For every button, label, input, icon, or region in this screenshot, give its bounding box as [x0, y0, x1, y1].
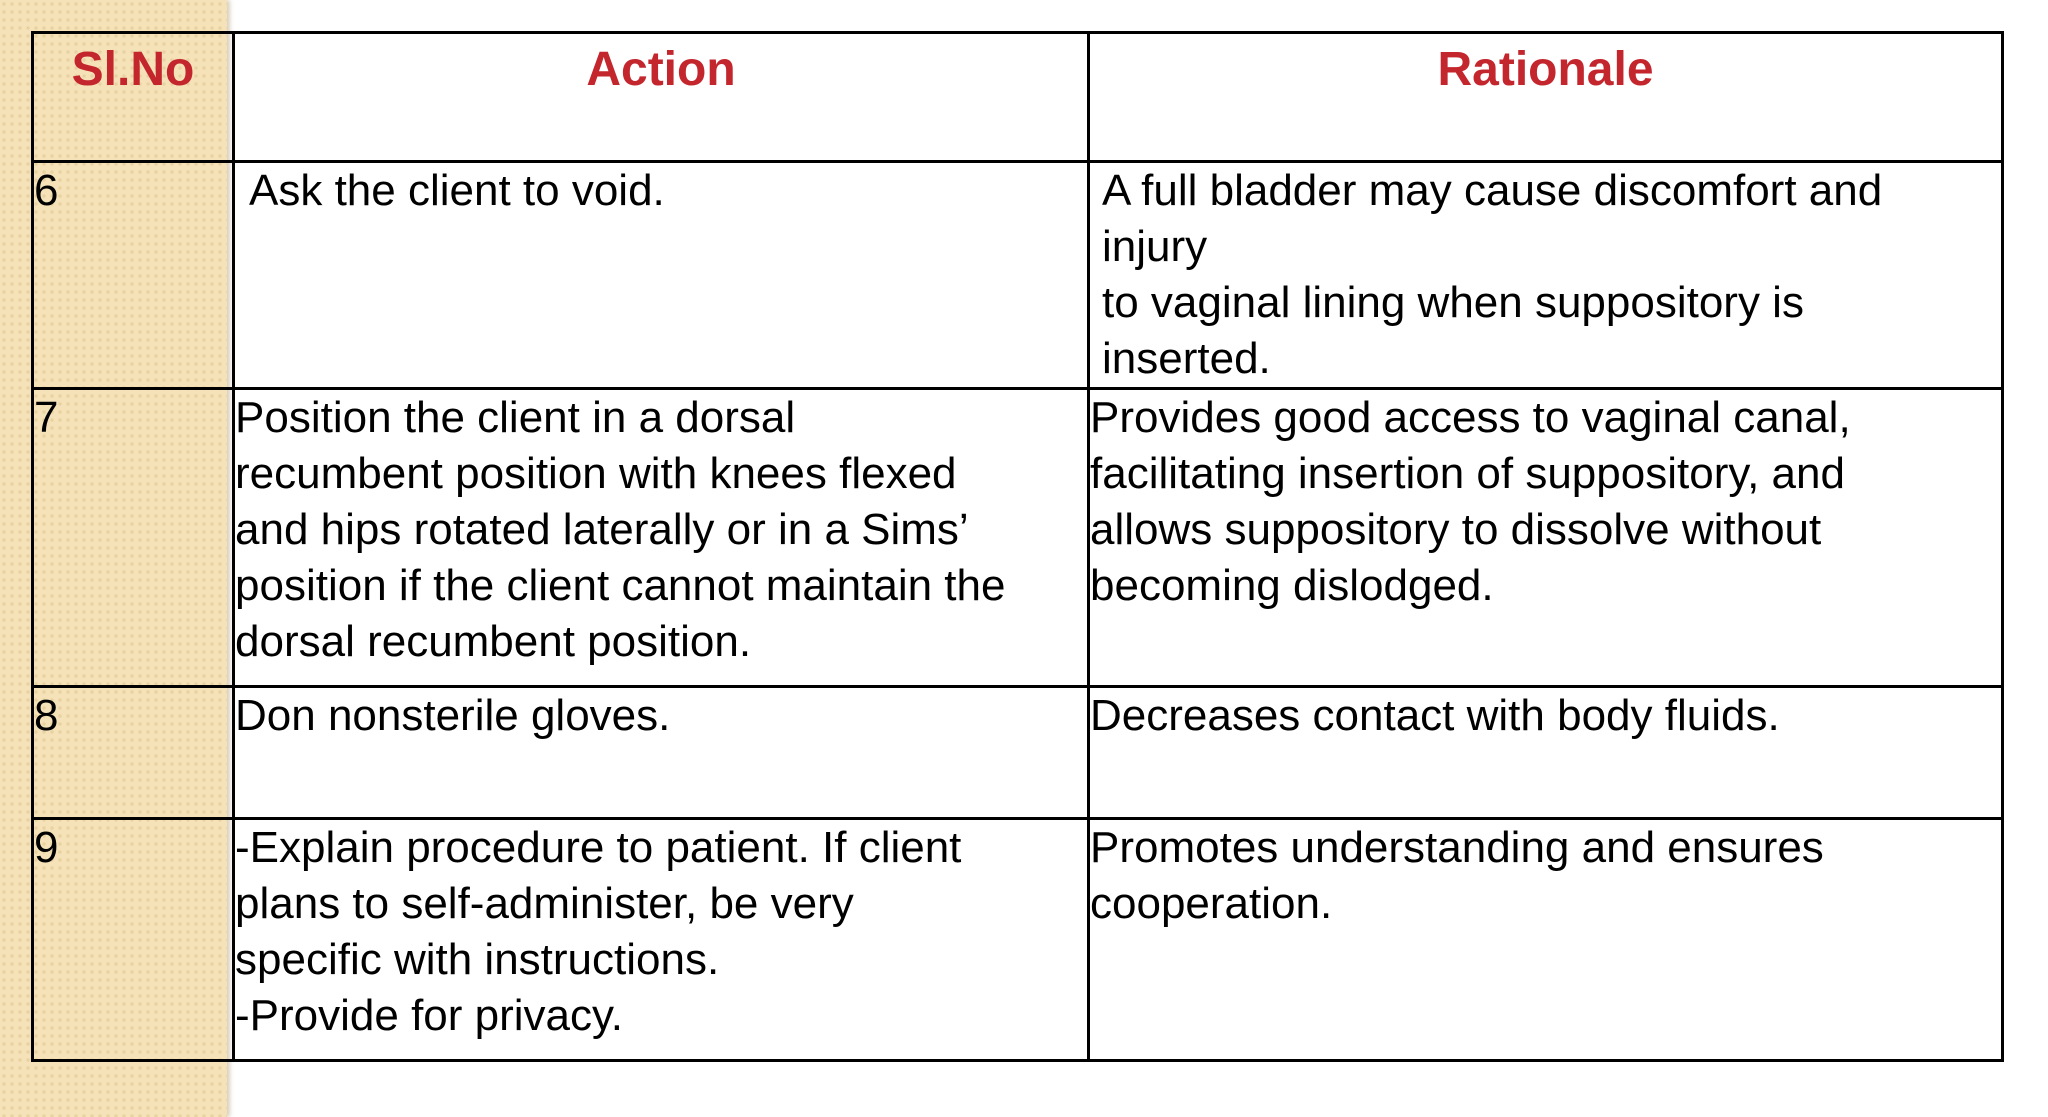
procedure-table: Sl.No Action Rationale 6 Ask the client …: [31, 31, 2004, 1062]
row-number: 6: [31, 160, 235, 390]
action-cell: Don nonsterile gloves.: [232, 685, 1090, 820]
header-row: Sl.No Action Rationale: [31, 31, 2004, 163]
action-cell: Ask the client to void.: [232, 160, 1090, 390]
table-row: 7 Position the client in a dorsal recumb…: [31, 387, 2004, 688]
row-number: 9: [31, 817, 235, 1062]
table-row: 8 Don nonsterile gloves. Decreases conta…: [31, 685, 2004, 820]
rationale-cell: A full bladder may cause discomfort and …: [1087, 160, 2004, 390]
header-rationale: Rationale: [1087, 31, 2004, 163]
action-cell: Position the client in a dorsal recumben…: [232, 387, 1090, 688]
action-cell: -Explain procedure to patient. If client…: [232, 817, 1090, 1062]
row-number: 8: [31, 685, 235, 820]
rationale-cell: Provides good access to vaginal canal, f…: [1087, 387, 2004, 688]
header-action: Action: [232, 31, 1090, 163]
row-number: 7: [31, 387, 235, 688]
rationale-cell: Decreases contact with body fluids.: [1087, 685, 2004, 820]
header-sl-no: Sl.No: [31, 31, 235, 163]
table-row: 9 -Explain procedure to patient. If clie…: [31, 817, 2004, 1062]
rationale-cell: Promotes understanding and ensures coope…: [1087, 817, 2004, 1062]
table-row: 6 Ask the client to void. A full bladder…: [31, 160, 2004, 390]
